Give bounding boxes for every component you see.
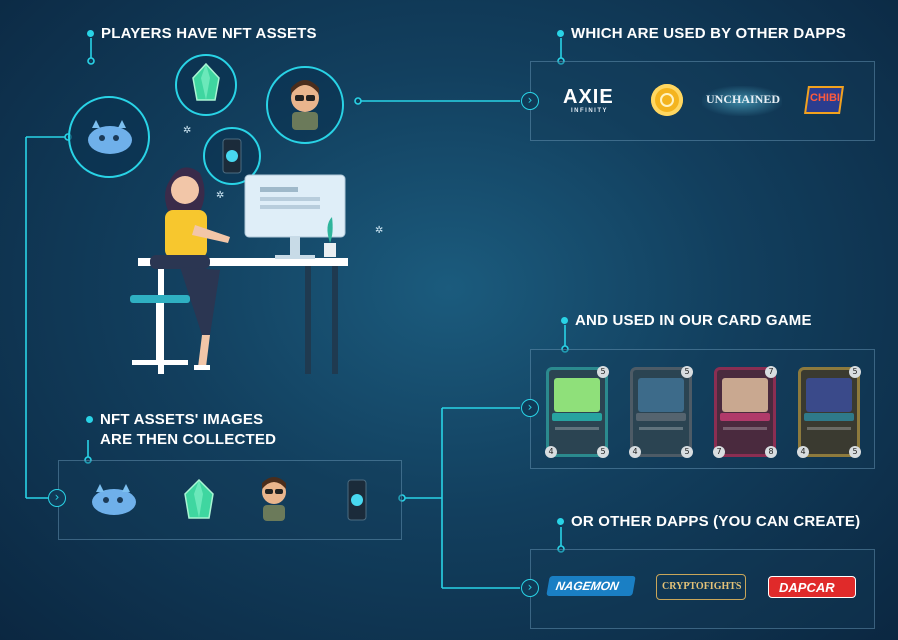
sparkle-icon: ✲ (216, 190, 225, 201)
collected-heading: NFT ASSETS' IMAGES ARE THEN COLLECTED (86, 410, 277, 450)
card-art (722, 378, 768, 412)
cryptofights-logo: CRYPTOFIGHTS (656, 574, 746, 600)
crystal-asset-circle (175, 54, 237, 116)
nagemon-logo: NAGEMON (546, 576, 636, 596)
card-cost: 5 (681, 366, 693, 378)
card-title-bar (636, 413, 686, 421)
card-cost: 5 (849, 366, 861, 378)
card-art (806, 378, 852, 412)
crystal-icon (192, 62, 220, 101)
bullet-dot (557, 30, 564, 37)
game-card-axie[interactable]: 5 4 5 (545, 366, 609, 458)
chibi-logo-text: CHIBI (810, 92, 840, 104)
coin-inner-icon (660, 93, 674, 107)
arrow-right-icon: › (521, 579, 539, 597)
axie-logo-text: AXIE (563, 86, 614, 108)
other-dapps-heading-text: OR OTHER DAPPS (YOU CAN CREATE) (571, 513, 861, 530)
card-title-bar (720, 413, 770, 421)
arrow-right-icon: › (521, 399, 539, 417)
hero-avatar-icon (262, 477, 286, 521)
card-health: 8 (765, 446, 777, 458)
hero-asset-circle (266, 66, 344, 144)
bullet-dot (86, 416, 93, 423)
bullet-dot (561, 317, 568, 324)
axie-logo-subtext: INFINITY (571, 108, 608, 114)
card-title-bar (804, 413, 854, 421)
coin-dapp-logo (651, 84, 683, 116)
card-description-line (723, 427, 767, 430)
unchained-logo-text: UNCHAINED (706, 92, 781, 106)
card-health: 5 (681, 446, 693, 458)
card-game-heading-text: AND USED IN OUR CARD GAME (575, 312, 812, 329)
used-by-other-heading: WHICH ARE USED BY OTHER DAPPS (557, 24, 846, 44)
card-health: 5 (849, 446, 861, 458)
axie-creature-icon (92, 484, 136, 515)
used-by-other-heading-text: WHICH ARE USED BY OTHER DAPPS (571, 25, 846, 42)
game-card-barbarian[interactable]: 7 7 8 (713, 366, 777, 458)
player-at-desk-illustration (130, 167, 348, 374)
card-description-line (639, 427, 683, 430)
hero-avatar-icon (291, 80, 319, 130)
card-attack: 4 (797, 446, 809, 458)
card-title-bar (552, 413, 602, 421)
other-dapps-heading: OR OTHER DAPPS (YOU CAN CREATE) (557, 512, 861, 532)
sparkle-icon: ✲ (183, 125, 192, 136)
unchained-logo: UNCHAINED (702, 86, 782, 116)
arrow-right-icon: › (48, 489, 66, 507)
gadget-icon (222, 138, 242, 174)
card-art (638, 378, 684, 412)
game-card-crystal[interactable]: 5 4 5 (629, 366, 693, 458)
cryptofights-logo-text: CRYPTOFIGHTS (662, 581, 742, 592)
bullet-dot (87, 30, 94, 37)
dapcar-logo-text: DAPCAR (779, 580, 835, 595)
collected-heading-line1: NFT ASSETS' IMAGES (100, 411, 264, 428)
players-heading: PLAYERS HAVE NFT ASSETS (87, 24, 317, 44)
crystal-icon (184, 478, 214, 519)
collected-heading-line2: ARE THEN COLLECTED (100, 431, 277, 448)
card-health: 5 (597, 446, 609, 458)
card-cost: 5 (597, 366, 609, 378)
chibi-fighters-logo: CHIBI (804, 86, 844, 116)
axie-creature-icon (88, 120, 132, 154)
axie-asset-circle (68, 96, 150, 178)
card-game-heading: AND USED IN OUR CARD GAME (561, 311, 812, 331)
axie-infinity-logo: AXIE INFINITY (559, 86, 631, 120)
card-attack: 4 (545, 446, 557, 458)
players-heading-text: PLAYERS HAVE NFT ASSETS (101, 25, 317, 42)
nagemon-logo-text: NAGEMON (554, 579, 620, 593)
card-cost: 7 (765, 366, 777, 378)
gadget-icon (347, 479, 367, 521)
sparkle-icon: ✲ (375, 225, 384, 236)
card-description-line (555, 427, 599, 430)
arrow-right-icon: › (521, 92, 539, 110)
card-attack: 4 (629, 446, 641, 458)
card-description-line (807, 427, 851, 430)
bullet-dot (557, 518, 564, 525)
card-attack: 7 (713, 446, 725, 458)
game-card-recursion[interactable]: 5 4 5 (797, 366, 861, 458)
dapcar-logo: DAPCAR (768, 576, 856, 598)
card-art (554, 378, 600, 412)
